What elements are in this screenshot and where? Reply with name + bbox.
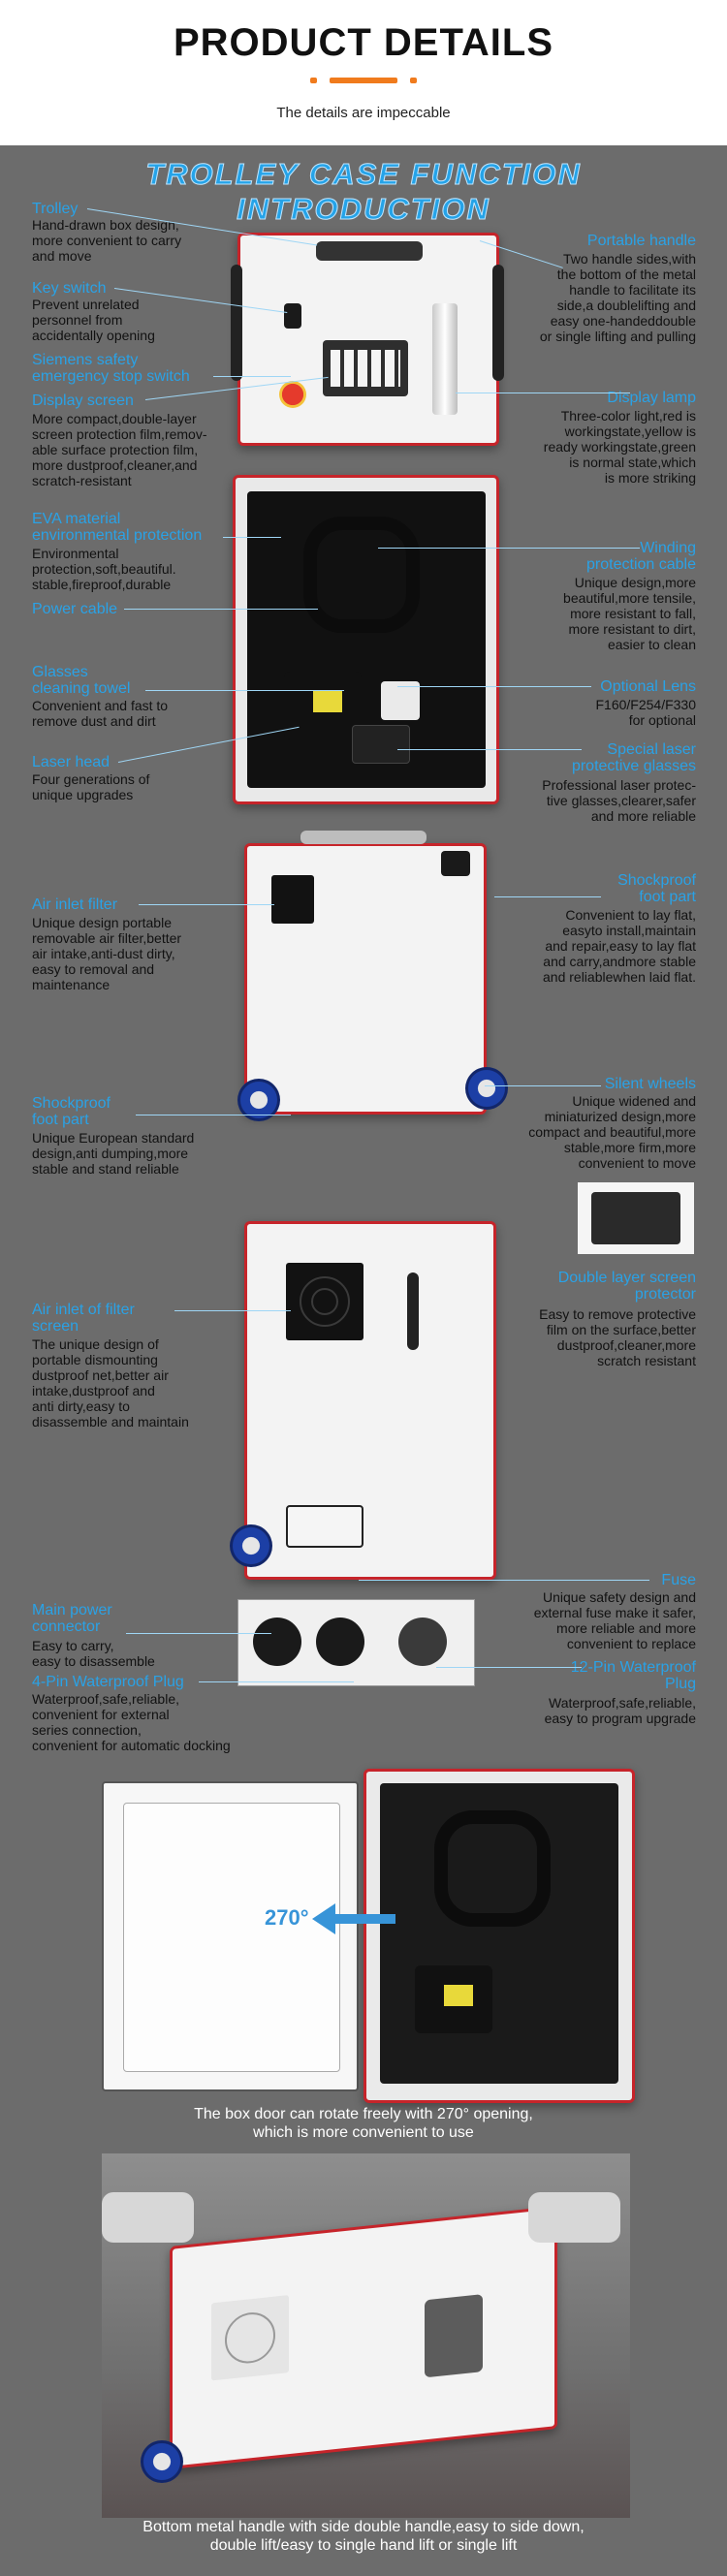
pin12-desc: Waterproof,safe,reliable,easy to program… xyxy=(544,1695,696,1726)
wheel-icon xyxy=(465,1067,508,1110)
lifting-photo xyxy=(102,2153,630,2518)
wheel-icon xyxy=(141,2440,183,2483)
optional-lens-label: Optional Lens xyxy=(600,678,696,695)
display-screen-label: Display screen xyxy=(32,393,134,409)
display-lamp xyxy=(432,303,458,415)
ports-closeup xyxy=(237,1599,475,1686)
display-screen xyxy=(323,340,408,396)
trolley-handle xyxy=(316,241,423,261)
page-title: PRODUCT DETAILS xyxy=(173,21,554,64)
tagline: The details are impeccable xyxy=(276,105,451,121)
open-door xyxy=(102,1781,359,2091)
air-inlet-label: Air inlet filter xyxy=(32,896,118,913)
page-header: PRODUCT DETAILS The details are impeccab… xyxy=(0,0,727,145)
portable-handle-label: Portable handle xyxy=(586,233,696,249)
glasses-case xyxy=(352,725,410,764)
special-glasses-desc: Professional laser protec-tive glasses,c… xyxy=(542,777,696,824)
machine-door-case xyxy=(364,1769,635,2103)
machine-open-case xyxy=(233,475,499,804)
key-switch xyxy=(284,303,301,329)
accent-dot xyxy=(410,78,417,83)
hand-icon xyxy=(528,2192,620,2243)
title-accent xyxy=(310,78,417,83)
machine-back xyxy=(237,831,508,1121)
laser-head-label-text: Laser head xyxy=(32,754,111,770)
machine-front xyxy=(231,233,504,446)
emergency-stop-icon xyxy=(279,381,306,408)
side-fan xyxy=(286,1263,364,1340)
machine-side xyxy=(230,1221,496,1580)
bottom-caption: Bottom metal handle with side double han… xyxy=(142,2519,585,2554)
back-latch xyxy=(441,851,470,876)
trolley-desc: Hand-drawn box design,more convenient to… xyxy=(32,217,182,264)
pin4-desc: Waterproof,safe,reliable,convenient for … xyxy=(32,1691,231,1753)
silent-wheels-label: Silent wheels xyxy=(604,1076,696,1092)
accent-dot xyxy=(310,78,317,83)
door-caption: The box door can rotate freely with 270°… xyxy=(194,2106,533,2141)
screen-protector-inset xyxy=(578,1182,694,1254)
main-power-desc: Easy to carry,easy to disassemble xyxy=(32,1638,155,1669)
side-handle xyxy=(231,265,242,381)
key-switch-label: Key switch xyxy=(32,280,107,297)
wheel-icon xyxy=(237,1079,280,1121)
rotate-arrow-icon xyxy=(312,1903,395,1934)
laser-head-label xyxy=(313,691,342,712)
side-handle xyxy=(407,1272,419,1350)
winding-cable xyxy=(303,517,420,633)
hand-icon xyxy=(102,2192,194,2243)
rotation-degree: 270° xyxy=(265,1905,309,1930)
accent-bar xyxy=(330,78,397,83)
top-handle xyxy=(300,831,427,844)
power-cable-label: Power cable xyxy=(32,601,118,617)
shockproof-foot-desc: Convenient to lay flat,easyto install,ma… xyxy=(543,907,696,985)
section-title: TROLLEY CASE FUNCTION INTRODUCTION xyxy=(145,157,582,227)
trolley-label: Trolley xyxy=(32,201,79,217)
fuse-label: Fuse xyxy=(661,1572,696,1588)
wheel-icon xyxy=(230,1524,272,1567)
side-handle xyxy=(492,265,504,381)
port-plate xyxy=(286,1505,364,1548)
display-lamp-label: Display lamp xyxy=(607,390,696,406)
pin4-label: 4-Pin Waterproof Plug xyxy=(32,1674,184,1690)
air-inlet-filter xyxy=(271,875,314,924)
lens-box xyxy=(381,681,420,720)
